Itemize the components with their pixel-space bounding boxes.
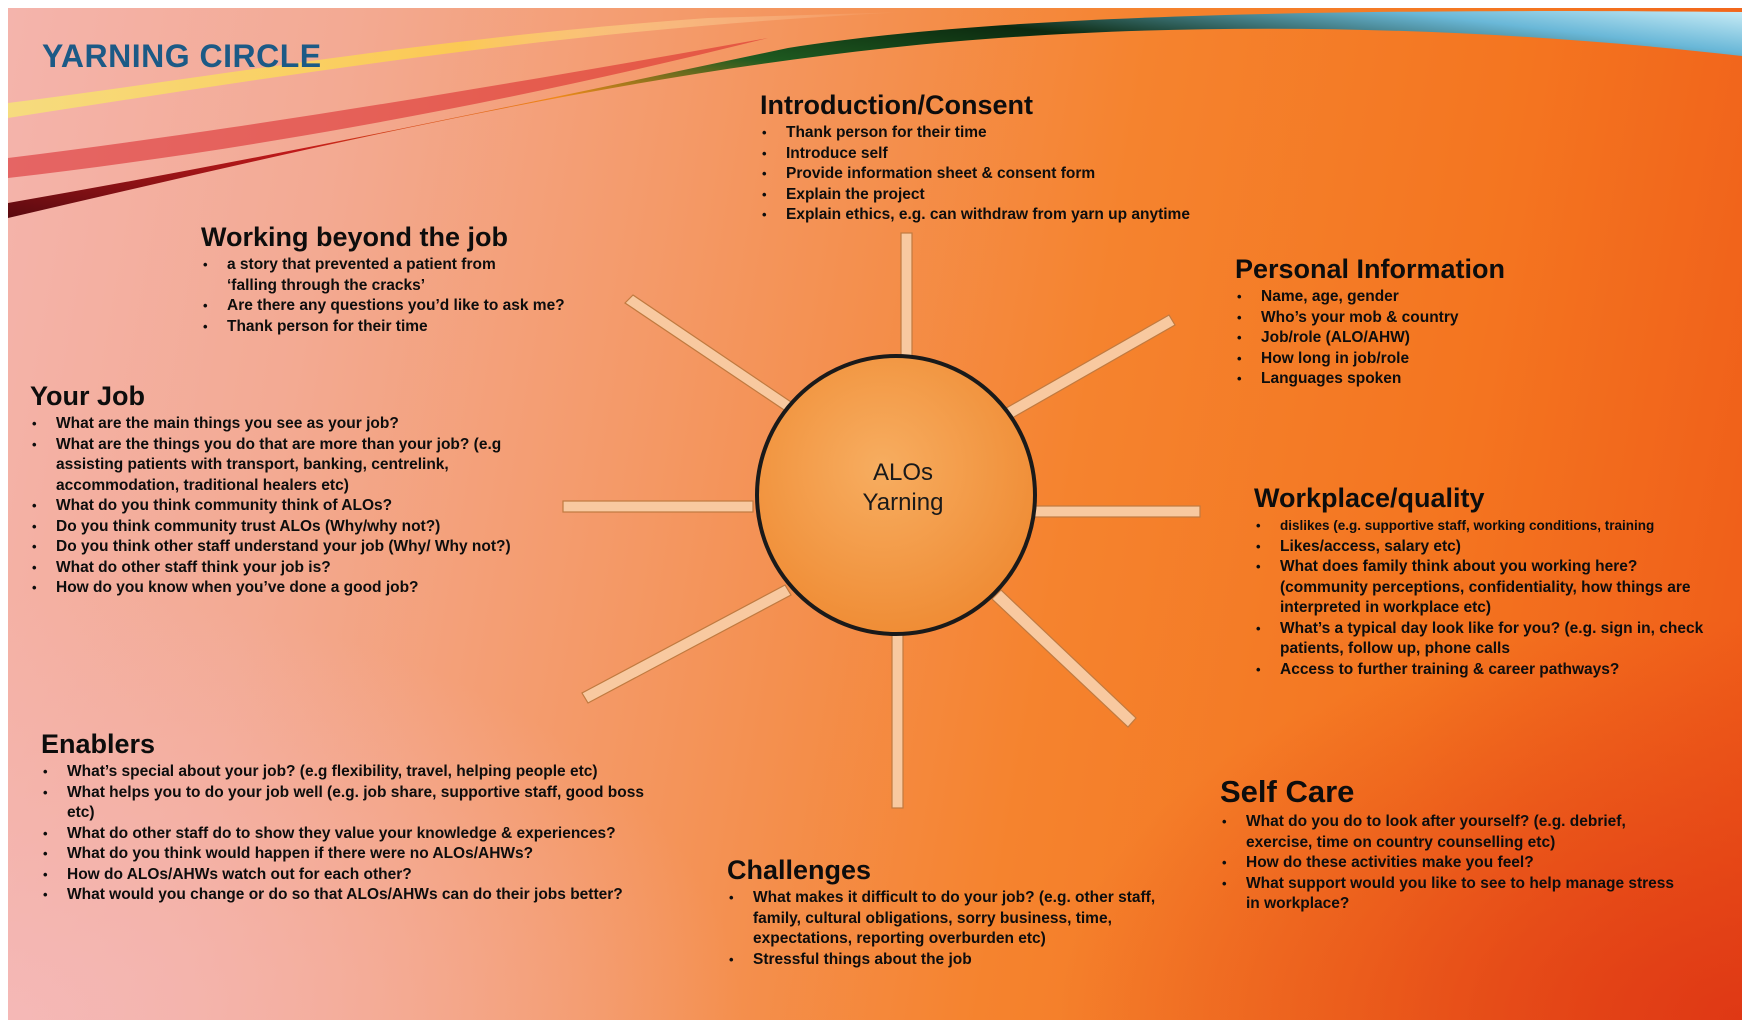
bullet-list: What are the main things you see as your… xyxy=(30,414,550,599)
bullet-list: What’s special about your job? (e.g flex… xyxy=(41,762,721,906)
center-label-line1: ALOs xyxy=(872,459,934,486)
list-item: Thank person for their time xyxy=(201,317,601,338)
list-item: Access to further training & career path… xyxy=(1254,660,1724,681)
center-label-line2: Yarning xyxy=(862,489,944,516)
slide-title: YARNING CIRCLE xyxy=(42,38,322,74)
list-item: Stressful things about the job xyxy=(727,950,1177,971)
list-item: Languages spoken xyxy=(1235,369,1595,390)
list-item: Do you think community trust ALOs (Why/w… xyxy=(30,517,550,538)
slide: YARNING CIRCLE ALOs Yarning Introduction… xyxy=(8,8,1742,1020)
section-heading: Introduction/Consent xyxy=(760,90,1033,120)
list-item: What helps you to do your job well (e.g.… xyxy=(41,783,657,824)
list-item: a story that prevented a patient from ‘f… xyxy=(201,255,527,296)
section-heading: Enablers xyxy=(41,729,156,759)
list-item: Explain the project xyxy=(760,185,1320,206)
list-item: How do ALOs/AHWs watch out for each othe… xyxy=(41,865,721,886)
section-your-job: Your Job What are the main things you se… xyxy=(30,380,550,599)
list-item: Name, age, gender xyxy=(1235,287,1595,308)
list-item: Do you think other staff understand your… xyxy=(30,537,536,558)
list-item: What do other staff think your job is? xyxy=(30,558,550,579)
list-item: What’s special about your job? (e.g flex… xyxy=(41,762,721,783)
center-label: ALOs Yarning xyxy=(763,458,1043,518)
bullet-list: Name, age, gender Who’s your mob & count… xyxy=(1235,287,1595,390)
list-item: What does family think about you working… xyxy=(1254,557,1720,619)
section-self-care: Self Care What do you do to look after y… xyxy=(1220,774,1690,915)
ray-lower-left xyxy=(581,584,792,704)
section-heading: Self Care xyxy=(1220,774,1355,809)
center-circle xyxy=(755,354,1037,636)
section-enablers: Enablers What’s special about your job? … xyxy=(41,728,721,906)
section-workplace-quality: Workplace/quality dislikes (e.g. support… xyxy=(1254,482,1724,680)
section-working-beyond: Working beyond the job a story that prev… xyxy=(201,221,601,337)
list-item: dislikes (e.g. supportive staff, working… xyxy=(1254,516,1724,537)
list-item: Likes/access, salary etc) xyxy=(1254,537,1724,558)
section-introduction: Introduction/Consent Thank person for th… xyxy=(760,89,1320,226)
section-heading: Challenges xyxy=(727,855,872,885)
list-item: How do these activities make you feel? xyxy=(1220,853,1690,874)
section-personal-information: Personal Information Name, age, gender W… xyxy=(1235,253,1595,390)
list-item: Are there any questions you’d like to as… xyxy=(201,296,572,317)
bullet-list: What makes it difficult to do your job? … xyxy=(727,888,1177,970)
section-heading: Your Job xyxy=(30,381,146,411)
section-challenges: Challenges What makes it difficult to do… xyxy=(727,854,1177,970)
bullet-list: dislikes (e.g. supportive staff, working… xyxy=(1254,516,1724,680)
rainbow-swoosh-decoration xyxy=(8,11,1742,218)
bullet-list: What do you do to look after yourself? (… xyxy=(1220,812,1690,915)
ray-left xyxy=(562,500,754,513)
list-item: What’s a typical day look like for you? … xyxy=(1254,619,1720,660)
list-item: Thank person for their time xyxy=(760,123,1320,144)
list-item: How long in job/role xyxy=(1235,349,1595,370)
list-item: What makes it difficult to do your job? … xyxy=(727,888,1173,950)
bullet-list: a story that prevented a patient from ‘f… xyxy=(201,255,601,337)
list-item: Who’s your mob & country xyxy=(1235,308,1595,329)
list-item: What are the main things you see as your… xyxy=(30,414,550,435)
section-heading: Working beyond the job xyxy=(201,222,508,252)
list-item: What would you change or do so that ALOs… xyxy=(41,885,721,906)
list-item: What do you think community think of ALO… xyxy=(30,496,550,517)
list-item: What are the things you do that are more… xyxy=(30,435,526,497)
section-heading: Workplace/quality xyxy=(1254,483,1485,513)
bullet-list: Thank person for their time Introduce se… xyxy=(760,123,1320,226)
section-heading: Personal Information xyxy=(1235,254,1506,284)
list-item: What do you do to look after yourself? (… xyxy=(1220,812,1676,853)
list-item: What do other staff do to show they valu… xyxy=(41,824,721,845)
list-item: How do you know when you’ve done a good … xyxy=(30,578,550,599)
list-item: Provide information sheet & consent form xyxy=(760,164,1320,185)
list-item: Job/role (ALO/AHW) xyxy=(1235,328,1595,349)
list-item: What do you think would happen if there … xyxy=(41,844,721,865)
list-item: Introduce self xyxy=(760,144,1320,165)
list-item: What support would you like to see to he… xyxy=(1220,874,1676,915)
ray-lower-right xyxy=(991,589,1137,728)
list-item: Explain ethics, e.g. can withdraw from y… xyxy=(760,205,1320,226)
